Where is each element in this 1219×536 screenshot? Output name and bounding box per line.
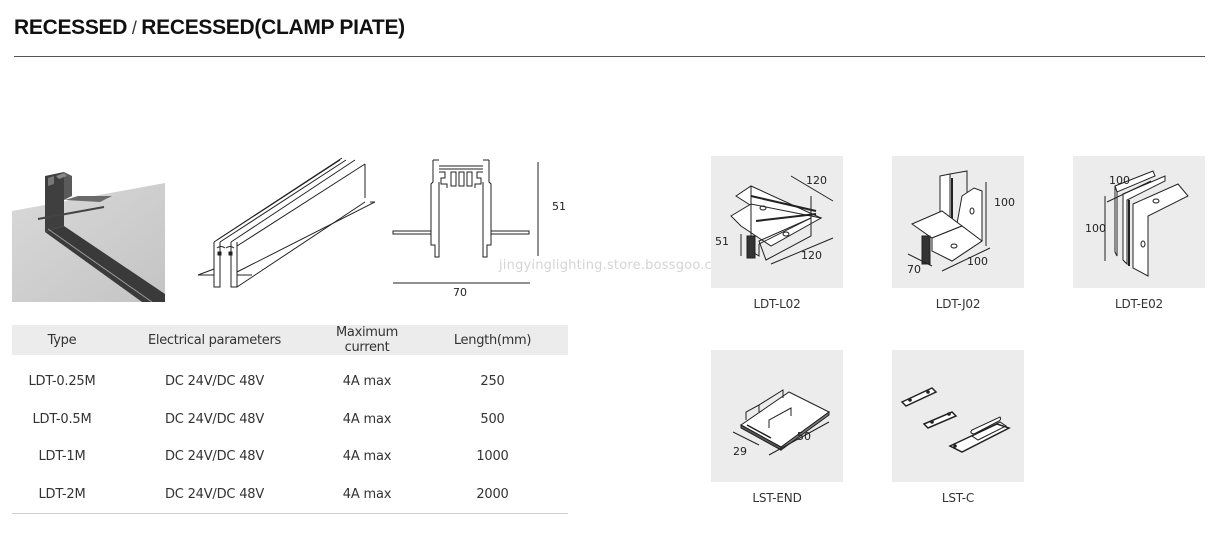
table-row: LDT-0.25M DC 24V/DC 48V 4A max 250 — [12, 355, 568, 401]
column-header-current: Maximum current — [317, 325, 417, 355]
track-cross-section-drawing: 51 70 — [385, 152, 575, 302]
dimension-label: 120 — [801, 249, 822, 262]
column-header-length: Length(mm) — [417, 325, 568, 355]
accessory-card-ldt-j02: 100 100 70 LDT-J02 — [892, 156, 1024, 311]
accessory-drawing-end-cap: 50 29 — [711, 350, 843, 482]
cell-length: 1000 — [476, 449, 509, 465]
table-row: LDT-1M DC 24V/DC 48V 4A max 1000 — [12, 438, 568, 476]
dimension-label: 100 — [994, 196, 1015, 209]
dimension-label: 120 — [806, 174, 827, 187]
accessory-label: LDT-E02 — [1115, 297, 1163, 311]
cell-current: 4A max — [342, 411, 392, 427]
cell-current: 4A max — [317, 475, 417, 514]
accessory-drawing-edge-connector: 100 100 — [1073, 156, 1205, 288]
title-part-1: RECESSED — [14, 16, 128, 39]
dimension-label: 70 — [907, 263, 921, 276]
cell-current: 4A max — [342, 449, 392, 465]
title-divider — [14, 56, 1205, 57]
accessory-drawing-clamp-plates — [892, 350, 1024, 482]
accessory-label: LST-END — [752, 491, 802, 505]
cell-electrical: DC 24V/DC 48V — [164, 411, 265, 427]
accessory-card-lst-c: LST-C — [892, 350, 1024, 505]
title-separator: / — [127, 18, 142, 38]
cell-length: 2000 — [417, 475, 568, 514]
cell-length: 500 — [480, 411, 505, 427]
dimension-label: 100 — [967, 255, 988, 268]
cell-length: 250 — [480, 374, 505, 390]
cell-electrical: DC 24V/DC 48V — [112, 475, 317, 514]
cell-electrical: DC 24V/DC 48V — [164, 374, 265, 390]
cell-electrical: DC 24V/DC 48V — [164, 449, 265, 465]
section-height-label: 51 — [552, 200, 566, 213]
accessory-card-lst-end: 50 29 LST-END — [711, 350, 843, 505]
table-row: LDT-0.5M DC 24V/DC 48V 4A max 500 — [12, 401, 568, 439]
dimension-label: 29 — [733, 445, 747, 458]
accessory-drawing-l-connector: 120 120 51 — [711, 156, 843, 288]
title-part-2: RECESSED(CLAMP PIATE) — [141, 16, 405, 39]
column-header-electrical: Electrical parameters — [112, 325, 317, 355]
watermark: jingyinglighting.store.bossgoo.com — [499, 258, 733, 273]
cell-type: LDT-1M — [38, 449, 86, 465]
accessory-label: LST-C — [941, 491, 975, 505]
cell-type: LDT-0.25M — [28, 374, 96, 390]
dimension-label: 100 — [1109, 174, 1130, 187]
track-isometric-drawing — [190, 152, 376, 292]
accessory-label: LDT-L02 — [753, 297, 801, 311]
section-width-label: 70 — [453, 286, 467, 299]
accessory-card-ldt-e02: 100 100 LDT-E02 — [1073, 156, 1205, 311]
cell-type: LDT-0.5M — [32, 411, 92, 427]
dimension-label: 50 — [797, 430, 811, 443]
accessory-label: LDT-J02 — [935, 297, 981, 311]
installed-track-photo — [12, 166, 165, 302]
column-header-type: Type — [12, 325, 112, 355]
dimension-label: 100 — [1085, 222, 1106, 235]
dimension-label: 51 — [715, 235, 729, 248]
spec-table: Type Electrical parameters Maximum curre… — [12, 325, 568, 514]
accessory-card-ldt-l02: 120 120 51 LDT-L02 — [711, 156, 843, 311]
cell-current: 4A max — [342, 374, 392, 390]
cell-type: LDT-2M — [12, 475, 112, 514]
page-title: RECESSED / RECESSED(CLAMP PIATE) — [14, 16, 405, 40]
table-header-row: Type Electrical parameters Maximum curre… — [12, 325, 568, 355]
accessory-drawing-vertical-connector: 100 100 70 — [892, 156, 1024, 288]
table-row: LDT-2M DC 24V/DC 48V 4A max 2000 — [12, 475, 568, 514]
